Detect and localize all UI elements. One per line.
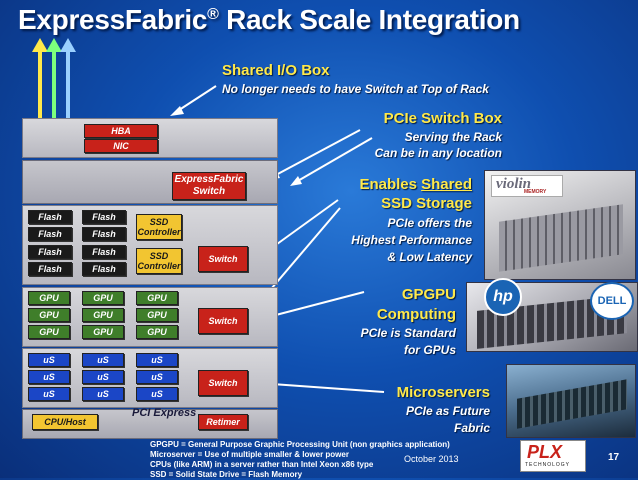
microserver-switch: Switch: [198, 370, 248, 396]
microserver-module: uS: [28, 370, 70, 384]
microserver-boards: [517, 379, 627, 429]
gpu-module: GPU: [28, 291, 70, 305]
page-number: 17: [608, 452, 620, 463]
microservers-heading: Microservers: [396, 384, 490, 401]
gpu-module: GPU: [82, 291, 124, 305]
footer-notes: GPGPU = General Purpose Graphic Processi…: [150, 440, 450, 479]
shared-io-sub: No longer needs to have Switch at Top of…: [222, 82, 489, 96]
flash-module: Flash: [82, 245, 126, 259]
footer-date: October 2013: [404, 454, 459, 464]
microserver-module: uS: [136, 387, 178, 401]
pcie-switch-line2: Can be in any location: [374, 146, 502, 160]
gpu-module: GPU: [82, 325, 124, 339]
microserver-module: uS: [28, 387, 70, 401]
flash-module: Flash: [82, 227, 126, 241]
microserver-module: uS: [28, 353, 70, 367]
dell-logo: DELL: [590, 282, 634, 320]
flash-module: Flash: [82, 262, 126, 276]
microserver-module: uS: [136, 353, 178, 367]
storage-heading: Enables Shared: [359, 176, 472, 193]
flash-module: Flash: [28, 227, 72, 241]
flash-module: Flash: [28, 245, 72, 259]
storage-line3: & Low Latency: [387, 250, 472, 264]
flash-module: Flash: [82, 210, 126, 224]
pci-express-label: PCI Express: [132, 407, 197, 419]
storage-line1: PCIe offers the: [387, 216, 472, 230]
microserver-module: uS: [82, 370, 124, 384]
gpu-module: GPU: [136, 325, 178, 339]
cpu-host: CPU/Host: [32, 414, 98, 430]
nic-card: NIC: [84, 139, 158, 153]
gpgpu-line1: PCIe is Standard: [360, 326, 456, 340]
microserver-module: uS: [82, 353, 124, 367]
page-title: ExpressFabric® Rack Scale Integration: [18, 4, 520, 35]
hba-card: HBA: [84, 124, 158, 138]
pcie-switch-heading: PCIe Switch Box: [383, 110, 502, 127]
storage-heading-2: SSD Storage: [381, 195, 472, 212]
gpu-module: GPU: [136, 308, 178, 322]
storage-switch: Switch: [198, 246, 248, 272]
microserver-module: uS: [82, 387, 124, 401]
microserver-photo: [506, 364, 636, 438]
plx-logo: PLX TECHNOLOGY: [520, 440, 586, 472]
microservers-line2: Fabric: [453, 421, 490, 435]
flash-module: Flash: [28, 210, 72, 224]
violin-logo: violin MEMORY: [491, 175, 563, 197]
shared-io-heading: Shared I/O Box: [222, 62, 330, 79]
pcie-switch-line1: Serving the Rack: [404, 130, 502, 144]
flash-module: Flash: [28, 262, 72, 276]
gpu-switch: Switch: [198, 308, 248, 334]
gpu-module: GPU: [82, 308, 124, 322]
gpu-module: GPU: [28, 308, 70, 322]
microservers-line1: PCIe as Future: [405, 404, 490, 418]
gpgpu-heading-2: Computing: [376, 306, 456, 323]
violin-storage-photo: violin MEMORY: [484, 170, 636, 280]
hp-logo: hp: [484, 278, 522, 316]
gpgpu-heading: GPGPU: [401, 286, 456, 303]
storage-line2: Highest Performance: [351, 233, 472, 247]
gpu-module: GPU: [136, 291, 178, 305]
storage-drive-bays: [499, 204, 623, 272]
retimer: Retimer: [198, 414, 248, 430]
gpgpu-line2: for GPUs: [403, 343, 456, 357]
microserver-module: uS: [136, 370, 178, 384]
gpu-module: GPU: [28, 325, 70, 339]
